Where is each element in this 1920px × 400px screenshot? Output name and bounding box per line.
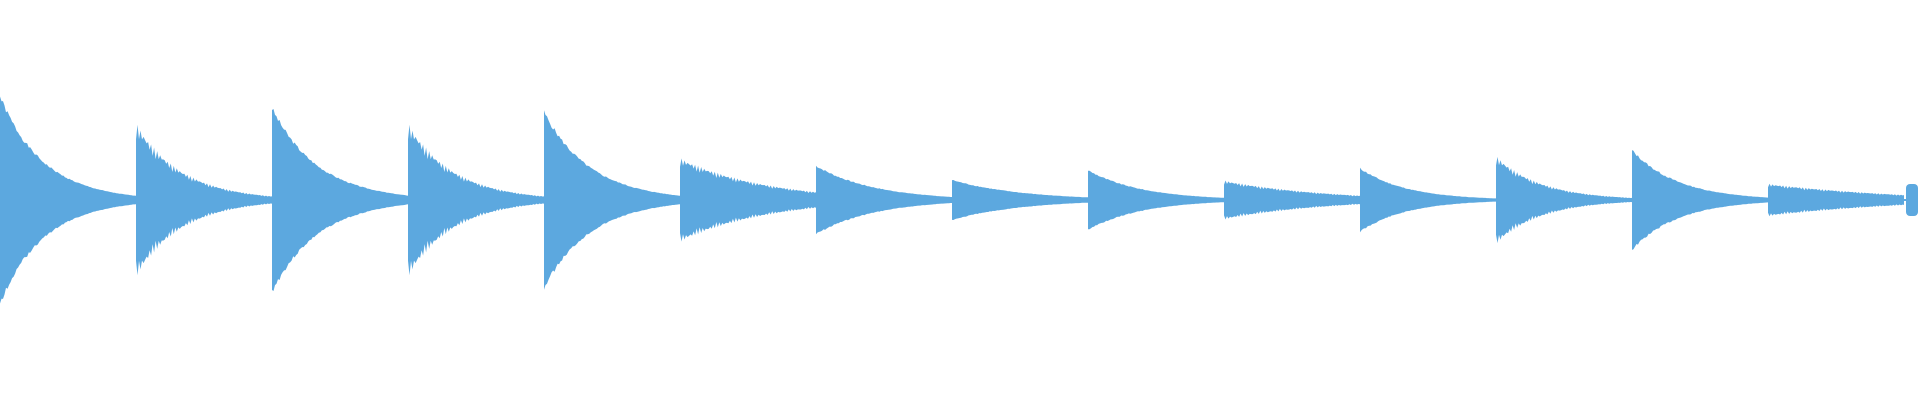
waveform-end-marker: [1906, 184, 1918, 216]
waveform-center-line: [0, 199, 1912, 201]
